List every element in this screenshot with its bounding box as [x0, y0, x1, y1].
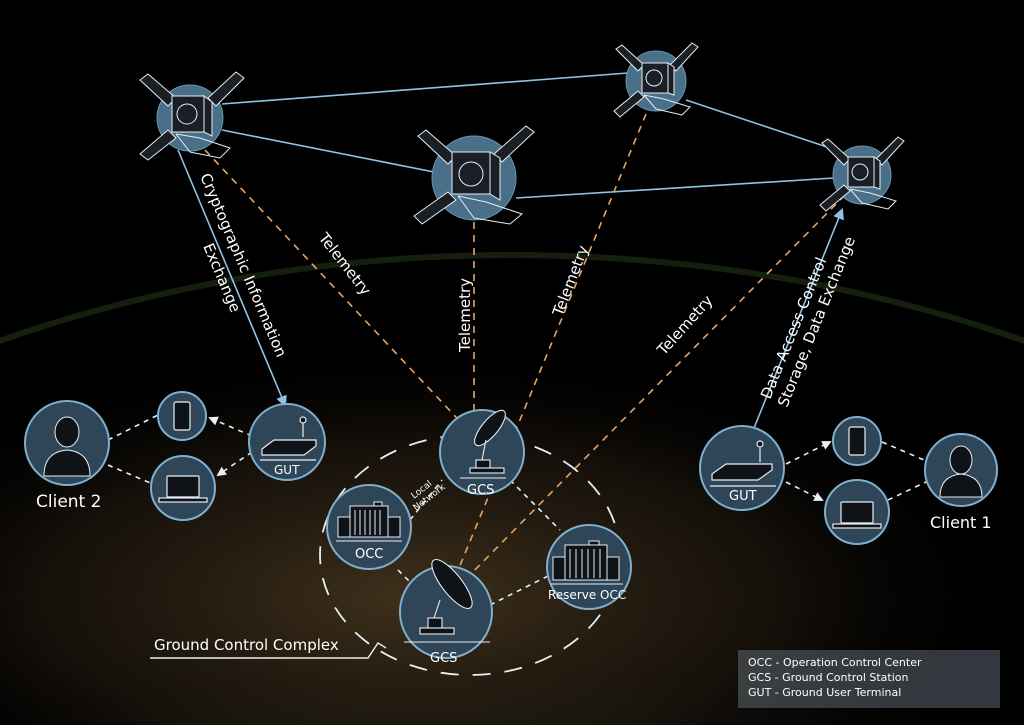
reserve-occ-label: Reserve OCC: [548, 588, 626, 602]
legend-item-gcs: GCS - Ground Control Station: [748, 671, 909, 684]
reserve-occ-node[interactable]: Reserve OCC: [546, 524, 632, 610]
gcs-bottom-label: GCS: [430, 651, 457, 666]
satellite-icon: [819, 136, 905, 212]
laptop-node-right[interactable]: [824, 479, 890, 545]
earth-atmosphere-glow: [0, 252, 1024, 345]
satellite-1[interactable]: [139, 71, 245, 161]
building-icon: [551, 540, 623, 585]
legend-item-gut: GUT - Ground User Terminal: [748, 686, 901, 699]
data-access-link: [751, 207, 844, 434]
phone-node-right[interactable]: [832, 416, 882, 466]
satellite-dish-icon: [460, 409, 506, 479]
gcs-node-bottom[interactable]: GCS: [399, 554, 493, 666]
ground-control-complex-label: Ground Control Complex: [154, 636, 339, 654]
telemetry-label-2: Telemetry: [456, 278, 474, 353]
satellite-icon: [613, 42, 699, 118]
crypto-exchange-link: [177, 149, 287, 408]
satellite-2[interactable]: [413, 125, 535, 225]
occ-label: OCC: [355, 547, 383, 562]
laptop-icon: [158, 475, 208, 503]
gut-right-label: GUT: [729, 489, 757, 504]
legend-item-occ: OCC - Operation Control Center: [748, 656, 922, 669]
client1-links: [785, 441, 927, 501]
legend: OCC - Operation Control Center GCS - Gro…: [738, 650, 1000, 708]
satellite-icon: [413, 125, 535, 225]
client-2-node[interactable]: Client 2: [24, 400, 110, 512]
client-2-label: Client 2: [36, 492, 101, 512]
client-1-node[interactable]: Client 1: [924, 433, 998, 532]
person-icon: [939, 445, 983, 498]
person-icon: [43, 416, 91, 477]
client2-links: [107, 413, 253, 486]
satellite-3[interactable]: [613, 42, 699, 118]
satellite-dish-icon: [404, 559, 490, 643]
ground-control-complex-callout: Ground Control Complex: [150, 636, 387, 659]
telemetry-links: [204, 113, 846, 591]
gut-node-right[interactable]: GUT: [699, 425, 785, 511]
gcs-node-top[interactable]: GCS: [439, 406, 525, 498]
laptop-node-left[interactable]: [150, 455, 216, 521]
occ-node[interactable]: OCC: [326, 484, 412, 570]
gut-left-label: GUT: [274, 463, 300, 477]
smartphone-icon: [173, 401, 191, 431]
phone-node-left[interactable]: [157, 391, 207, 441]
smartphone-icon: [848, 426, 866, 456]
gut-node-left[interactable]: GUT: [248, 403, 326, 481]
building-icon: [336, 501, 402, 542]
router-icon: [710, 440, 776, 487]
inter-satellite-links: [221, 72, 837, 199]
satellite-icon: [139, 71, 245, 161]
gcs-top-label: GCS: [467, 483, 494, 498]
satellite-4[interactable]: [819, 136, 905, 212]
router-icon: [260, 416, 317, 461]
laptop-icon: [832, 501, 882, 529]
client-1-label: Client 1: [930, 513, 992, 532]
